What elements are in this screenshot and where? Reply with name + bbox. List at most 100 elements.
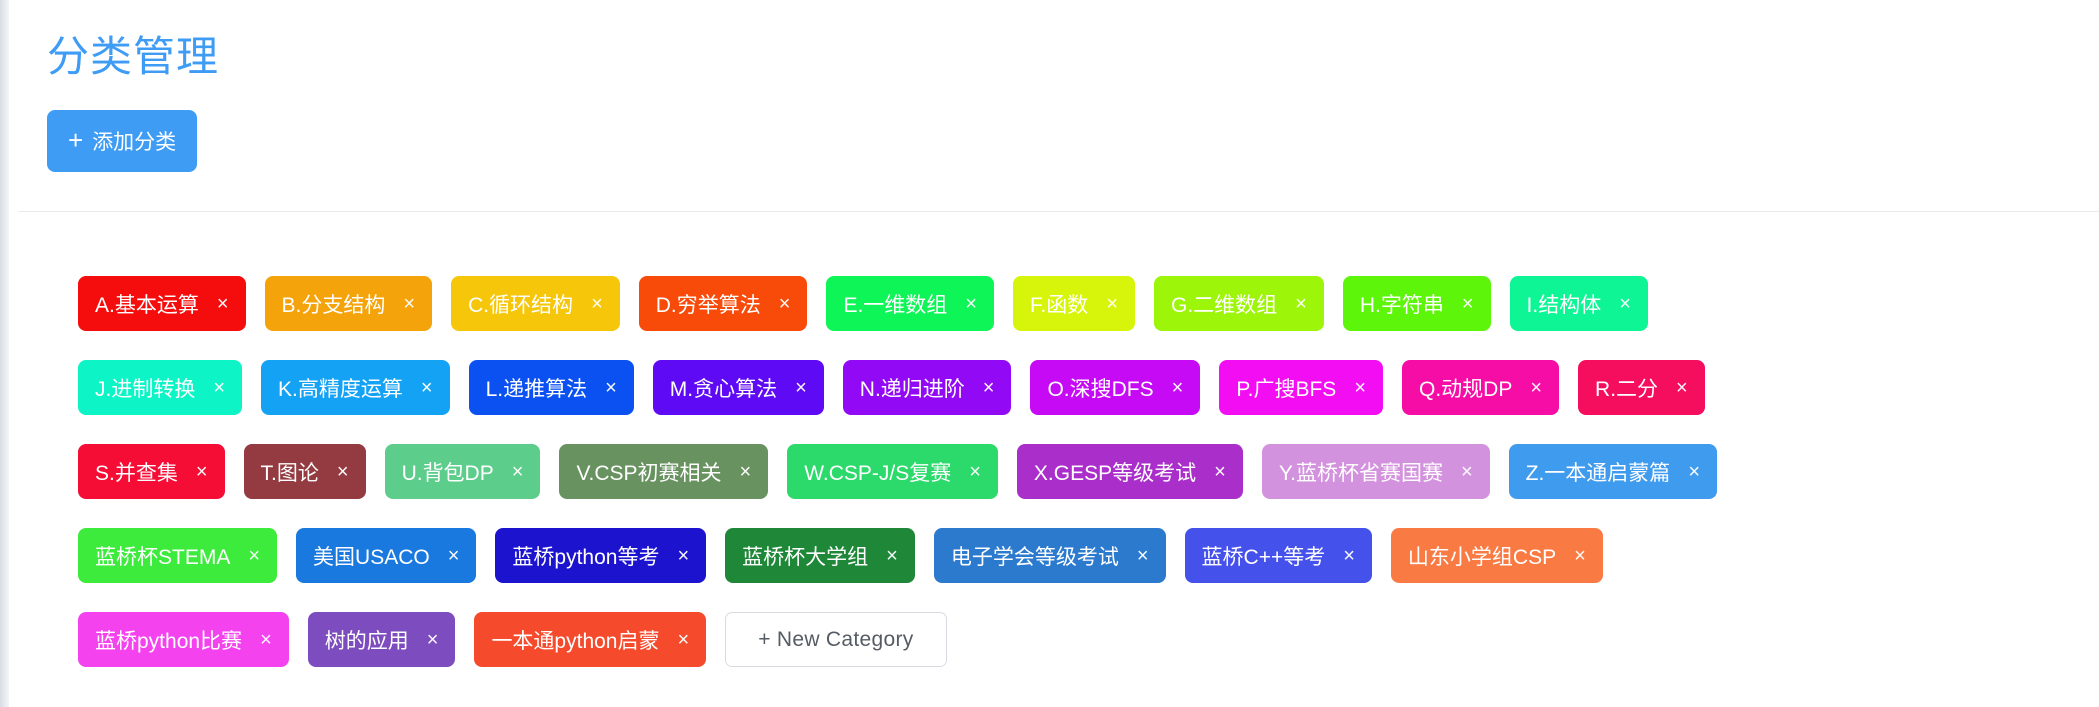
page-content: 分类管理 + 添加分类	[0, 0, 2099, 173]
close-icon[interactable]: ×	[248, 544, 261, 567]
category-tag[interactable]: J.进制转换×	[78, 360, 243, 416]
category-tag-label: 美国USACO	[313, 545, 430, 569]
category-tag[interactable]: D.穷举算法×	[638, 276, 808, 332]
category-tag[interactable]: P.广搜BFS ×	[1219, 360, 1383, 416]
category-tag[interactable]: R.二分×	[1578, 360, 1705, 416]
category-tag[interactable]: L.递推算法×	[468, 360, 634, 416]
close-icon[interactable]: ×	[426, 628, 439, 651]
category-tag[interactable]: G.二维数组×	[1154, 276, 1324, 332]
close-icon[interactable]: ×	[1619, 292, 1631, 315]
category-tag[interactable]: V.CSP初赛相关 ×	[559, 444, 769, 500]
close-icon[interactable]: ×	[213, 376, 226, 399]
category-tag[interactable]: X.GESP等级考试×	[1016, 444, 1243, 500]
category-tag[interactable]: 蓝桥C++等考 ×	[1184, 528, 1372, 584]
page-title: 分类管理	[47, 33, 220, 80]
category-tag[interactable]: W.CSP-J/S复赛×	[787, 444, 998, 500]
close-icon[interactable]: ×	[1354, 376, 1366, 399]
category-tag[interactable]: K.高精度运算 ×	[261, 360, 450, 416]
close-icon[interactable]: ×	[591, 292, 603, 315]
category-tag[interactable]: U.背包DP×	[384, 444, 541, 500]
section-divider	[18, 211, 2099, 213]
category-tag-label: 一本通python启蒙	[491, 629, 660, 653]
close-icon[interactable]: ×	[511, 460, 524, 483]
add-category-button-label: 添加分类	[92, 131, 177, 155]
category-tag[interactable]: T.图论×	[243, 444, 366, 500]
add-category-button[interactable]: + 添加分类	[47, 110, 198, 173]
category-list: A.基本运算× B.分支结构× C.循环结构× D.穷举算法× E.一维数组 × F.函数 ×…	[0, 212, 2099, 668]
close-icon[interactable]: ×	[447, 544, 460, 567]
category-tag[interactable]: B.分支结构×	[264, 276, 433, 332]
category-tag[interactable]: 蓝桥python比赛×	[78, 612, 289, 668]
category-tag[interactable]: 蓝桥杯大学组 ×	[725, 528, 915, 584]
left-scrollbar-track[interactable]	[0, 0, 9, 707]
category-tag[interactable]: 蓝桥杯STEMA ×	[78, 528, 278, 584]
close-icon[interactable]: ×	[969, 460, 981, 483]
new-category-button[interactable]: + New Category	[725, 612, 947, 668]
close-icon[interactable]: ×	[216, 292, 229, 315]
category-tag-label: P.广搜BFS	[1236, 377, 1337, 401]
close-icon[interactable]: ×	[965, 292, 977, 315]
close-icon[interactable]: ×	[677, 628, 690, 651]
close-icon[interactable]: ×	[420, 376, 433, 399]
close-icon[interactable]: ×	[739, 460, 752, 483]
close-icon[interactable]: ×	[1460, 460, 1473, 483]
category-tag[interactable]: Z.一本通启蒙篇×	[1508, 444, 1717, 500]
close-icon[interactable]: ×	[605, 376, 617, 399]
category-tag-label: F.函数	[1029, 293, 1089, 317]
category-tag-label: 蓝桥C++等考	[1201, 545, 1326, 569]
close-icon[interactable]: ×	[1214, 460, 1226, 483]
close-icon[interactable]: ×	[1676, 376, 1688, 399]
close-icon[interactable]: ×	[1688, 460, 1700, 483]
close-icon[interactable]: ×	[195, 460, 208, 483]
close-icon[interactable]: ×	[403, 292, 416, 315]
category-tag-label: 蓝桥杯大学组	[742, 545, 869, 569]
category-tag-label: Y.蓝桥杯省赛国赛	[1278, 461, 1443, 485]
close-icon[interactable]: ×	[1574, 544, 1586, 567]
category-tag[interactable]: N.递归进阶×	[842, 360, 1012, 416]
close-icon[interactable]: ×	[1295, 292, 1307, 315]
category-tag[interactable]: A.基本运算×	[78, 276, 246, 332]
category-tag[interactable]: F.函数 ×	[1012, 276, 1135, 332]
category-tag[interactable]: Q.动规DP×	[1402, 360, 1560, 416]
category-tag[interactable]: M.贪心算法 ×	[652, 360, 824, 416]
category-tag-label: M.贪心算法	[669, 377, 778, 401]
close-icon[interactable]: ×	[795, 376, 807, 399]
category-tag-label: H.字符串	[1359, 293, 1444, 317]
close-icon[interactable]: ×	[778, 292, 791, 315]
category-tag-label: K.高精度运算	[278, 377, 403, 401]
category-tag[interactable]: Y.蓝桥杯省赛国赛 ×	[1261, 444, 1490, 500]
category-tag-label: I.结构体	[1526, 293, 1602, 317]
close-icon[interactable]: ×	[1343, 544, 1355, 567]
category-tag[interactable]: I.结构体 ×	[1509, 276, 1648, 332]
close-icon[interactable]: ×	[1106, 292, 1118, 315]
category-tag[interactable]: 蓝桥python等考×	[495, 528, 707, 584]
close-icon[interactable]: ×	[1461, 292, 1474, 315]
category-tag-label: 山东小学组CSP	[1407, 545, 1557, 569]
category-row: A.基本运算× B.分支结构× C.循环结构× D.穷举算法× E.一维数组 × F.函数 ×…	[78, 276, 2059, 332]
category-row: 蓝桥python比赛× 树的应用 × 一本通python启蒙 × + New Catego…	[78, 612, 2059, 668]
close-icon[interactable]: ×	[982, 376, 995, 399]
close-icon[interactable]: ×	[336, 460, 349, 483]
category-tag[interactable]: O.深搜DFS ×	[1030, 360, 1201, 416]
category-tag[interactable]: 一本通python启蒙 ×	[474, 612, 707, 668]
close-icon[interactable]: ×	[1171, 376, 1184, 399]
category-tag[interactable]: E.一维数组 ×	[826, 276, 994, 332]
category-tag[interactable]: 山东小学组CSP ×	[1390, 528, 1603, 584]
category-tag-label: 树的应用	[324, 629, 409, 653]
close-icon[interactable]: ×	[677, 544, 690, 567]
category-tag[interactable]: H.字符串 ×	[1342, 276, 1491, 332]
category-tag-label: V.CSP初赛相关	[576, 461, 722, 485]
category-tag[interactable]: 电子学会等级考试×	[933, 528, 1166, 584]
close-icon[interactable]: ×	[1530, 376, 1543, 399]
close-icon[interactable]: ×	[886, 544, 898, 567]
category-tag[interactable]: 美国USACO ×	[296, 528, 477, 584]
category-tag-label: O.深搜DFS	[1047, 377, 1154, 401]
category-tag[interactable]: S.并查集×	[78, 444, 225, 500]
category-tag[interactable]: C.循环结构×	[451, 276, 620, 332]
close-icon[interactable]: ×	[260, 628, 272, 651]
category-tag-label: 蓝桥杯STEMA	[95, 545, 231, 569]
close-icon[interactable]: ×	[1136, 544, 1149, 567]
category-tag-label: E.一维数组	[843, 293, 948, 317]
category-tag[interactable]: 树的应用 ×	[307, 612, 456, 668]
